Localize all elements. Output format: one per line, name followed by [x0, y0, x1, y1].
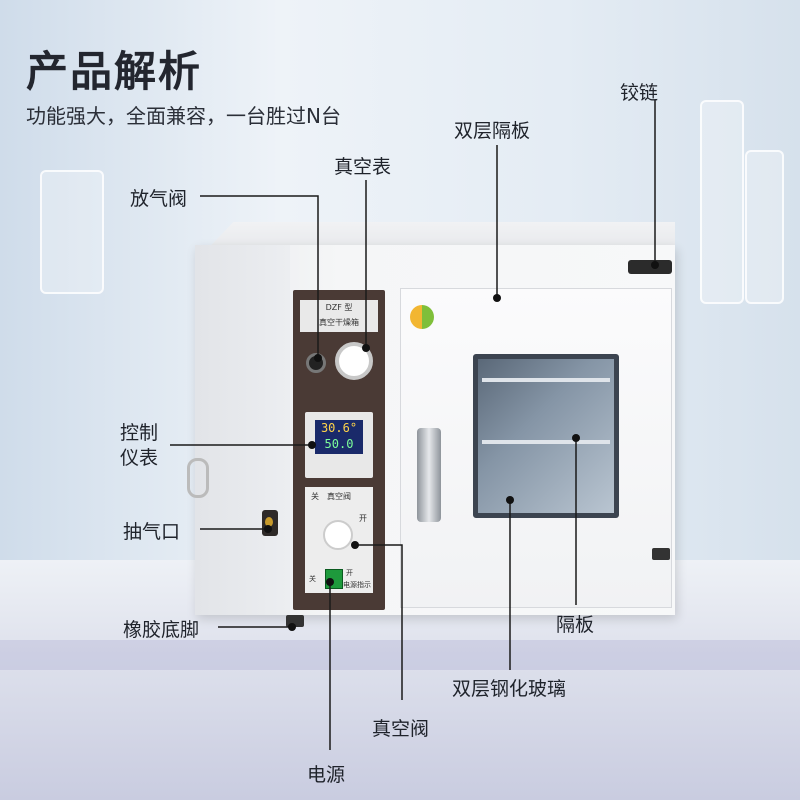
model-line: DZF 型 — [325, 303, 353, 312]
callout-shelf: 隔板 — [556, 614, 595, 636]
line-vent-valve — [200, 195, 319, 358]
background-stripe — [0, 640, 800, 670]
lab-glassware — [700, 100, 744, 304]
callout-controller-2: 仪表 — [120, 447, 159, 469]
dot-vacuum-valve — [351, 541, 359, 549]
callout-double-shelf: 双层隔板 — [454, 120, 531, 142]
lab-glassware — [40, 170, 104, 294]
oven-side — [195, 245, 290, 615]
callout-vent-valve: 放气阀 — [130, 188, 188, 210]
line-vacuum-valve — [355, 544, 403, 700]
display-setpoint: 50.0 — [324, 437, 354, 451]
rubber-foot — [652, 548, 670, 560]
model-plate: DZF 型 真空干燥箱 — [300, 300, 378, 332]
callout-pump-port: 抽气口 — [123, 521, 181, 543]
display-measured: 30.6° — [320, 421, 358, 435]
page-subtitle: 功能强大，全面兼容，一台胜过N台 — [26, 104, 341, 128]
callout-vacuum-gauge: 真空表 — [334, 156, 392, 178]
power-off-label: 关 — [309, 575, 316, 583]
dot-double-shelf — [493, 294, 501, 302]
dot-rubber-feet — [288, 623, 296, 631]
callout-rubber-feet: 橡胶底脚 — [123, 619, 200, 641]
dot-controller — [308, 441, 316, 449]
vac-title-label: 真空阀 — [327, 492, 351, 501]
hinge-icon — [628, 260, 672, 274]
dot-shelf — [572, 434, 580, 442]
dot-vent-valve — [314, 354, 322, 362]
callout-hinge: 铰链 — [620, 82, 659, 104]
page-title: 产品解析 — [26, 47, 203, 96]
callout-vacuum-valve: 真空阀 — [372, 718, 430, 740]
dot-tempered-glass — [506, 496, 514, 504]
shelf-upper — [482, 378, 610, 382]
callout-controller-1: 控制 — [120, 422, 159, 444]
power-on-label: 开 — [346, 569, 353, 577]
vac-on-label: 开 — [359, 514, 367, 523]
dot-pump-port — [264, 525, 272, 533]
dot-hinge — [651, 261, 659, 269]
vac-off-label: 关 — [311, 492, 319, 501]
dot-vacuum-gauge — [362, 344, 370, 352]
shelf-lower — [482, 440, 610, 444]
power-caption: 电源指示 — [343, 581, 371, 589]
dot-power — [326, 578, 334, 586]
door-handle — [417, 428, 441, 522]
model-name: 真空干燥箱 — [319, 318, 359, 327]
brand-logo-icon — [410, 305, 434, 329]
side-handle — [187, 458, 209, 498]
callout-power: 电源 — [307, 764, 346, 786]
controller-display: 30.6° 50.0 — [315, 420, 363, 454]
vacuum-valve-knob — [323, 520, 353, 550]
lab-glassware — [745, 150, 784, 304]
callout-tempered-glass: 双层钢化玻璃 — [452, 678, 567, 700]
